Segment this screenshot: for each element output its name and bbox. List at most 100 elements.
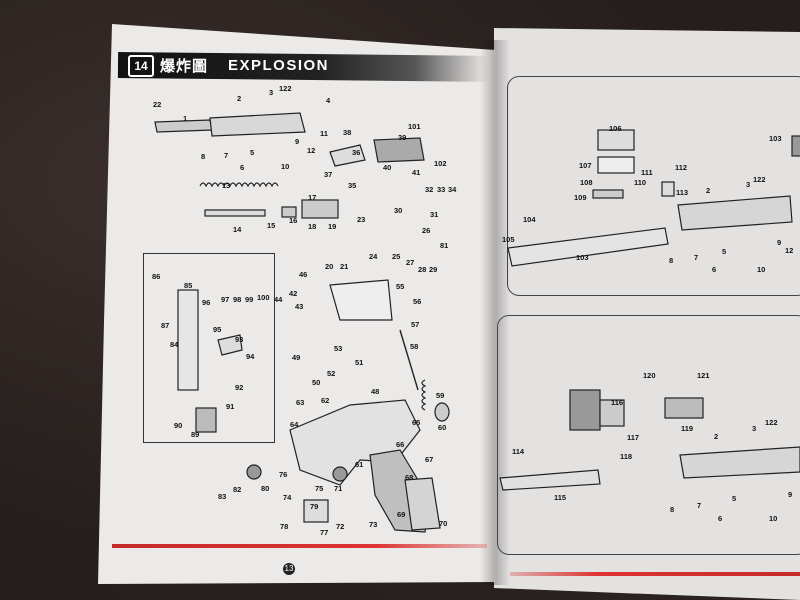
part-number-label: 7 xyxy=(694,253,699,262)
part-number-label: 43 xyxy=(295,302,304,311)
part-number-label: 77 xyxy=(320,528,329,537)
part-number-label: 67 xyxy=(425,455,434,464)
part-number-label: 7 xyxy=(224,151,229,160)
part-number-label: 71 xyxy=(334,484,343,493)
part-number-label: 90 xyxy=(174,421,183,430)
part-number-label: 112 xyxy=(675,163,688,172)
part-number-label: 51 xyxy=(355,358,364,367)
part-number-label: 58 xyxy=(410,342,419,351)
part-number-label: 24 xyxy=(369,252,378,261)
part-number-label: 10 xyxy=(757,265,766,274)
part-number-label: 108 xyxy=(580,178,593,187)
part-number-label: 118 xyxy=(620,452,633,461)
part-number-label: 38 xyxy=(343,128,352,137)
part-number-label: 31 xyxy=(430,210,439,219)
part-number-label: 87 xyxy=(161,321,170,330)
part-number-label: 37 xyxy=(324,170,333,179)
part-number-label: 122 xyxy=(753,175,766,184)
part-number-label: 79 xyxy=(310,502,319,511)
part-number-label: 6 xyxy=(712,265,717,274)
part-number-label: 20 xyxy=(325,262,334,271)
part-number-label: 122 xyxy=(279,84,292,93)
part-number-label: 76 xyxy=(279,470,288,479)
part-number-label: 95 xyxy=(213,325,222,334)
part-number-label: 82 xyxy=(233,485,242,494)
part-number-label: 21 xyxy=(340,262,349,271)
right-panel-bottom xyxy=(497,315,800,555)
part-number-label: 78 xyxy=(280,522,289,531)
part-number-label: 85 xyxy=(184,281,193,290)
part-number-label: 116 xyxy=(611,398,624,407)
part-number-label: 42 xyxy=(289,289,298,298)
part-number-label: 28 xyxy=(418,265,427,274)
part-number-label: 4 xyxy=(326,96,331,105)
part-number-label: 34 xyxy=(448,185,457,194)
part-number-label: 91 xyxy=(226,402,235,411)
part-number-label: 100 xyxy=(257,293,270,302)
part-number-label: 61 xyxy=(355,460,364,469)
part-number-label: 103 xyxy=(769,134,782,143)
part-number-label: 48 xyxy=(371,387,380,396)
part-number-label: 73 xyxy=(369,520,378,529)
part-number-label: 5 xyxy=(722,247,727,256)
part-number-label: 8 xyxy=(670,505,675,514)
part-number-label: 60 xyxy=(438,423,447,432)
part-number-label: 46 xyxy=(299,270,308,279)
part-number-label: 94 xyxy=(246,352,255,361)
part-number-label: 57 xyxy=(411,320,420,329)
part-number-label: 106 xyxy=(609,124,622,133)
book-spine-shadow xyxy=(480,40,510,585)
part-number-label: 62 xyxy=(321,396,330,405)
part-number-label: 66 xyxy=(396,440,405,449)
part-number-label: 2 xyxy=(706,186,711,195)
part-number-label: 3 xyxy=(746,180,751,189)
part-number-label: 121 xyxy=(697,371,710,380)
part-number-label: 113 xyxy=(676,188,689,197)
part-number-label: 56 xyxy=(413,297,422,306)
part-number-label: 13 xyxy=(222,181,231,190)
part-number-label: 29 xyxy=(429,265,438,274)
part-number-label: 30 xyxy=(394,206,403,215)
part-number-label: 75 xyxy=(315,484,324,493)
part-number-label: 101 xyxy=(408,122,421,131)
part-number-label: 74 xyxy=(283,493,292,502)
part-number-label: 104 xyxy=(523,215,536,224)
part-number-label: 64 xyxy=(290,420,299,429)
part-number-label: 15 xyxy=(267,221,276,230)
part-number-label: 3 xyxy=(752,424,757,433)
part-number-label: 2 xyxy=(714,432,719,441)
part-number-label: 109 xyxy=(574,193,587,202)
part-number-label: 119 xyxy=(681,424,694,433)
part-number-label: 17 xyxy=(308,193,317,202)
part-number-label: 86 xyxy=(152,272,161,281)
part-number-label: 33 xyxy=(437,185,446,194)
part-number-label: 7 xyxy=(697,501,702,510)
part-number-label: 5 xyxy=(250,148,255,157)
part-number-label: 18 xyxy=(308,222,317,231)
part-number-label: 122 xyxy=(765,418,778,427)
part-number-label: 44 xyxy=(274,295,283,304)
page-footer-rule-right xyxy=(510,572,800,576)
chapter-title-cn: 爆炸圖 xyxy=(160,58,209,75)
magazine-inset-box xyxy=(143,253,275,443)
part-number-label: 27 xyxy=(406,258,415,267)
part-number-label: 114 xyxy=(512,447,525,456)
part-number-label: 89 xyxy=(191,430,200,439)
part-number-label: 65 xyxy=(412,418,421,427)
part-number-label: 93 xyxy=(235,335,244,344)
part-number-label: 1 xyxy=(183,114,188,123)
part-number-label: 55 xyxy=(396,282,405,291)
part-number-label: 16 xyxy=(289,216,298,225)
part-number-label: 111 xyxy=(641,168,653,177)
part-number-label: 9 xyxy=(295,137,300,146)
part-number-label: 69 xyxy=(397,510,406,519)
part-number-label: 10 xyxy=(769,514,778,523)
part-number-label: 81 xyxy=(440,241,449,250)
part-number-label: 6 xyxy=(240,163,245,172)
part-number-label: 63 xyxy=(296,398,305,407)
part-number-label: 8 xyxy=(669,256,674,265)
part-number-label: 99 xyxy=(245,295,254,304)
part-number-label: 105 xyxy=(502,235,515,244)
page-footer-rule-left xyxy=(112,544,487,548)
